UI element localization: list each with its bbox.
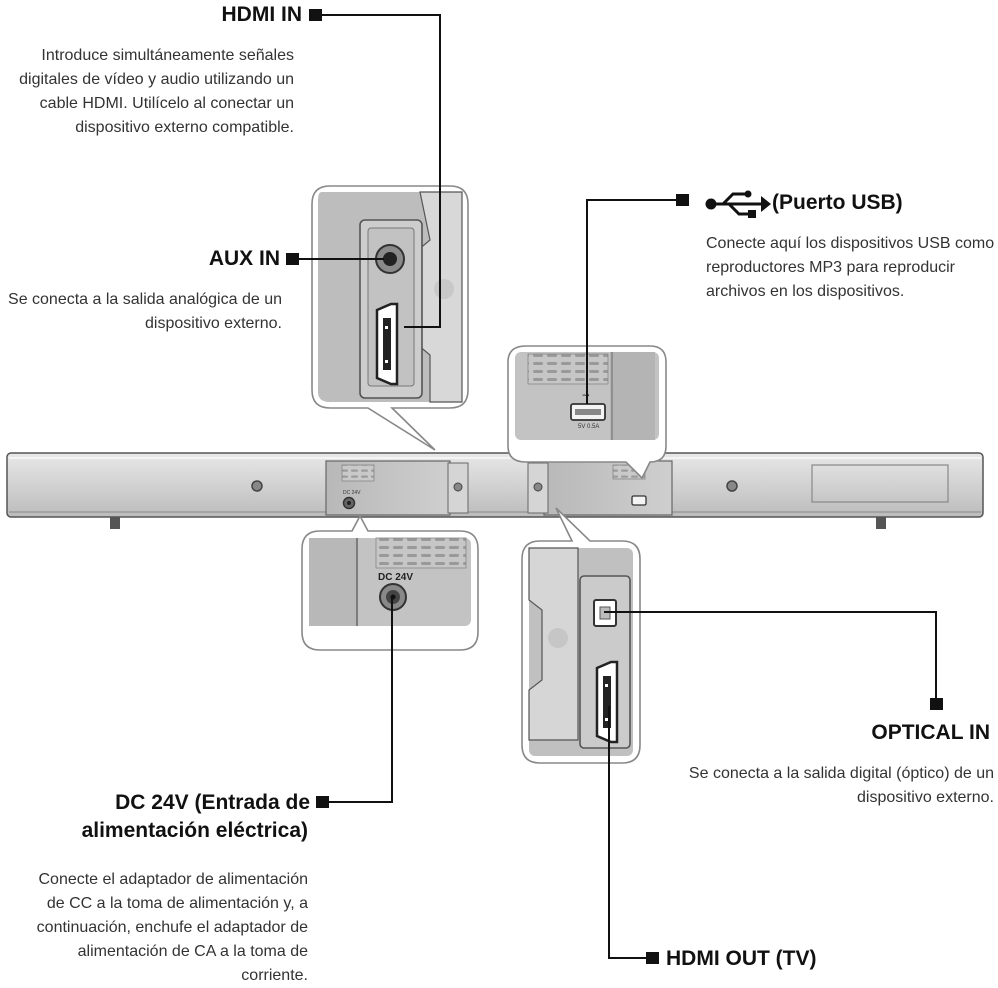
aux-in-title: AUX IN [208, 247, 280, 270]
callout-hdmi-out [608, 706, 650, 959]
usb-rating-label: 5V 0.5A [578, 424, 599, 430]
callout-lines [292, 14, 937, 959]
dc-24v-title-line1: DC 24V (Entrada de [115, 791, 310, 814]
usb-description: Conecte aquí los dispositivos USB como r… [706, 235, 995, 300]
aux-in-description: Se conecta a la salida analógica de un d… [8, 291, 282, 332]
dc-24v-title-line2: alimentación eléctrica) [81, 819, 308, 842]
dc-port-label-small: DC 24V [343, 490, 361, 496]
zoom-bubble-dc-24v: DC 24V [301, 514, 479, 651]
hdmi-in-description: Introduce simultáneamente señales digita… [19, 47, 294, 136]
callout-optical-in [604, 611, 937, 704]
callout-markers [286, 9, 943, 964]
optical-in-title: OPTICAL IN [871, 721, 990, 744]
zoom-bubble-optical-hdmi-out [521, 507, 641, 764]
soundbar-body: DC 24V [6, 452, 984, 529]
optical-in-description: Se conecta a la salida digital (óptico) … [688, 765, 994, 806]
callout-usb [586, 199, 682, 404]
zoom-bubble-usb: 5V 0.5A ⇝ [507, 345, 667, 480]
usb-icon [705, 190, 771, 218]
dc-24v-description: Conecte el adaptador de alimentación de … [36, 871, 308, 984]
hdmi-out-title: HDMI OUT (TV) [666, 947, 817, 970]
hdmi-in-title: HDMI IN [221, 3, 303, 26]
callout-dc-24v [322, 598, 393, 803]
dc-port-label-large: DC 24V [378, 572, 413, 583]
callout-hdmi-in [318, 14, 441, 328]
zoom-bubble-aux-hdmi-in [311, 185, 469, 451]
usb-title: (Puerto USB) [772, 191, 903, 214]
